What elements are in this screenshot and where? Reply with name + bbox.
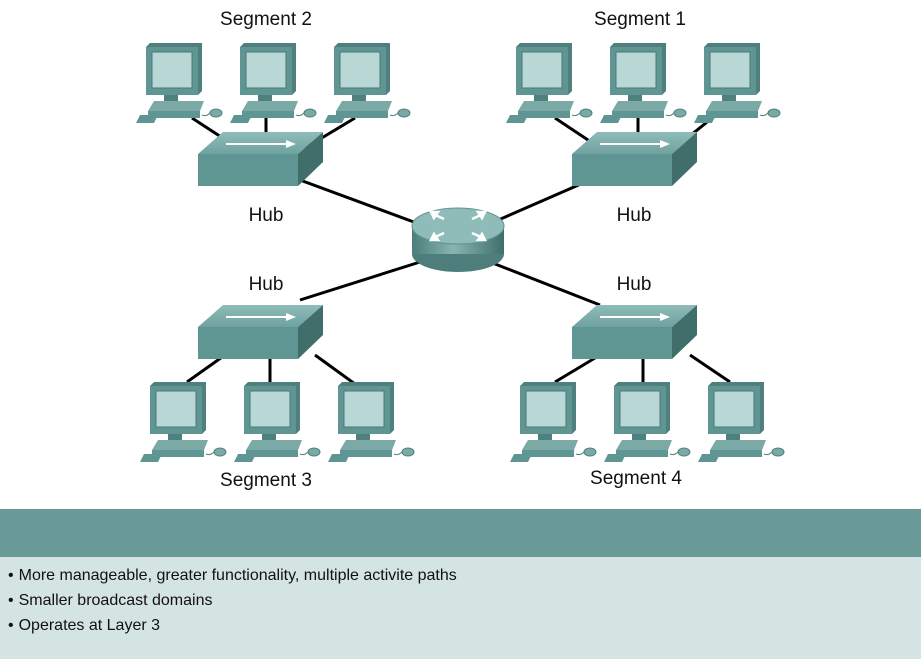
- hub-icon: [571, 304, 698, 360]
- hub-icon: [571, 131, 698, 187]
- hub-label: Hub: [617, 205, 652, 226]
- title-banner: [0, 509, 921, 557]
- computer-icon: [323, 42, 411, 124]
- computer-icon: [603, 381, 691, 463]
- hub-icon: [197, 131, 324, 187]
- hub-icon: [197, 304, 324, 360]
- segment-2-label: Segment 2: [220, 9, 312, 30]
- bullet-panel: More manageable, greater functionality, …: [0, 557, 921, 659]
- computer-icon: [505, 42, 593, 124]
- segment-1-label: Segment 1: [594, 9, 686, 30]
- computer-icon: [139, 381, 227, 463]
- hub-label: Hub: [249, 205, 284, 226]
- bullet-item: Smaller broadcast domains: [8, 588, 921, 613]
- computer-icon: [229, 42, 317, 124]
- computer-icon: [697, 381, 785, 463]
- bullet-item: More manageable, greater functionality, …: [8, 563, 921, 588]
- segment-4-label: Segment 4: [590, 468, 682, 489]
- hub-label: Hub: [617, 274, 652, 295]
- bullet-list: More manageable, greater functionality, …: [8, 563, 921, 638]
- network-diagram: Segment 2 Segment 1 Segment 3 Segment 4 …: [135, 9, 785, 491]
- computer-icon: [599, 42, 687, 124]
- computer-icon: [327, 381, 415, 463]
- computer-icon: [135, 42, 223, 124]
- computer-icon: [693, 42, 781, 124]
- computer-icon: [509, 381, 597, 463]
- segment-3-label: Segment 3: [220, 470, 312, 491]
- bullet-item: Operates at Layer 3: [8, 613, 921, 638]
- computer-icon: [233, 381, 321, 463]
- hub-label: Hub: [249, 274, 284, 295]
- router-icon: [411, 207, 505, 272]
